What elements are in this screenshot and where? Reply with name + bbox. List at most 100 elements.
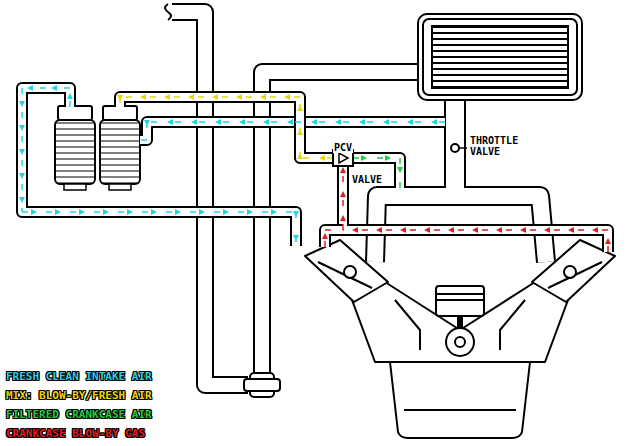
legend-text: CRANKCASE BLOW-BY GAS bbox=[6, 427, 145, 440]
legend-text: MIX: BLOW-BY/FRESH AIR bbox=[6, 389, 152, 402]
legend-entry: MIX: BLOW-BY/FRESH AIR bbox=[6, 385, 152, 403]
flow-arrow bbox=[383, 119, 389, 125]
flow-arrow bbox=[287, 119, 293, 125]
air-filter-box bbox=[418, 14, 582, 100]
flow-arrow bbox=[19, 125, 25, 131]
engine-cross-section bbox=[455, 337, 465, 347]
engine-cross-section bbox=[436, 299, 484, 301]
oil-catch-cans bbox=[55, 120, 95, 184]
flow-arrow bbox=[592, 227, 598, 233]
label-box: VALVE bbox=[351, 169, 383, 187]
engine-cross-section bbox=[305, 240, 615, 438]
flow-arrow bbox=[335, 119, 341, 125]
snorkel-tube bbox=[172, 12, 248, 385]
engine-cross-section bbox=[344, 266, 356, 278]
flow-arrow bbox=[236, 94, 242, 100]
engine-cross-section bbox=[446, 328, 474, 356]
flow-arrow bbox=[496, 227, 502, 233]
air-filter-box bbox=[418, 14, 582, 182]
engine-cross-section bbox=[436, 293, 484, 295]
flow-arrow bbox=[352, 227, 358, 233]
pcv-valve-symbol bbox=[339, 153, 348, 163]
label-box: THROTTLE VALVE bbox=[469, 135, 525, 159]
flow-arrow bbox=[215, 119, 221, 125]
flow-arrow bbox=[376, 227, 382, 233]
flow-arrow bbox=[361, 155, 367, 161]
flow-line bbox=[22, 211, 296, 213]
legend-entry: FILTERED CRANKCASE AIR bbox=[6, 404, 152, 422]
hose-lines bbox=[19, 85, 611, 252]
flow-arrow bbox=[239, 119, 245, 125]
oil-catch-cans bbox=[103, 106, 137, 120]
engine-cross-section bbox=[404, 409, 516, 411]
manifold-joint bbox=[446, 186, 464, 198]
flow-arrow bbox=[311, 119, 317, 125]
legend-text: FRESH CLEAN INTAKE AIR bbox=[6, 370, 152, 383]
flow-arrow bbox=[167, 119, 173, 125]
flow-arrow bbox=[340, 191, 346, 197]
flow-arrow bbox=[117, 95, 123, 101]
hose bbox=[120, 97, 333, 158]
flow-line bbox=[300, 157, 333, 159]
flow-line bbox=[140, 139, 147, 141]
air-filter-box bbox=[423, 19, 577, 95]
flow-arrow bbox=[293, 235, 299, 241]
air-filter-box bbox=[432, 26, 568, 88]
engine-cross-section bbox=[548, 262, 602, 288]
breather-fitting bbox=[244, 373, 280, 397]
flow-arrow bbox=[340, 215, 346, 221]
breather-fitting bbox=[244, 379, 280, 391]
flow-arrow bbox=[397, 167, 403, 173]
engine-cross-section bbox=[436, 286, 484, 316]
hose bbox=[343, 167, 608, 252]
flow-arrow bbox=[424, 227, 430, 233]
engine-cross-section bbox=[564, 266, 576, 278]
flow-arrow bbox=[359, 119, 365, 125]
throttle-valve bbox=[451, 144, 459, 152]
hose bbox=[343, 167, 608, 252]
hose bbox=[22, 88, 296, 246]
flow-arrow bbox=[55, 209, 61, 215]
legend-entry: FRESH CLEAN INTAKE AIR bbox=[6, 366, 152, 384]
flow-arrow bbox=[19, 101, 25, 107]
flow-arrow bbox=[188, 94, 194, 100]
engine-cross-section bbox=[500, 300, 525, 350]
throttle-valve bbox=[459, 147, 467, 149]
legend-text: FILTERED CRANKCASE AIR bbox=[6, 408, 152, 421]
flow-arrow bbox=[27, 85, 33, 91]
part-label: PCV bbox=[333, 142, 353, 153]
flow-arrow bbox=[297, 129, 303, 135]
flow-arrow bbox=[144, 120, 150, 126]
flow-arrow bbox=[431, 119, 437, 125]
flow-arrow bbox=[191, 119, 197, 125]
flow-arrow bbox=[164, 94, 170, 100]
tube-cut-end bbox=[165, 4, 171, 20]
flow-arrow bbox=[140, 94, 146, 100]
intake-manifold bbox=[375, 180, 546, 262]
flow-arrow bbox=[212, 94, 218, 100]
oil-catch-cans bbox=[58, 106, 92, 120]
flow-arrow bbox=[520, 227, 526, 233]
flow-arrow bbox=[400, 227, 406, 233]
engine-cross-section bbox=[352, 282, 568, 362]
flow-arrow bbox=[31, 209, 37, 215]
flow-arrow bbox=[19, 173, 25, 179]
flow-arrow bbox=[284, 94, 290, 100]
flow-arrow bbox=[544, 227, 550, 233]
flow-arrow bbox=[175, 209, 181, 215]
flow-arrow bbox=[297, 105, 303, 111]
air-filter-box bbox=[445, 96, 465, 182]
hose bbox=[22, 88, 296, 246]
flow-arrow bbox=[151, 209, 157, 215]
flow-arrow bbox=[385, 155, 391, 161]
engine-cross-section bbox=[395, 300, 420, 350]
flow-arrow bbox=[322, 233, 328, 239]
flow-arrow bbox=[293, 211, 299, 217]
flow-arrow bbox=[260, 94, 266, 100]
flow-arrow bbox=[223, 209, 229, 215]
flow-arrow bbox=[127, 209, 133, 215]
flow-arrow bbox=[103, 209, 109, 215]
flow-arrow bbox=[79, 209, 85, 215]
flow-arrow bbox=[199, 209, 205, 215]
